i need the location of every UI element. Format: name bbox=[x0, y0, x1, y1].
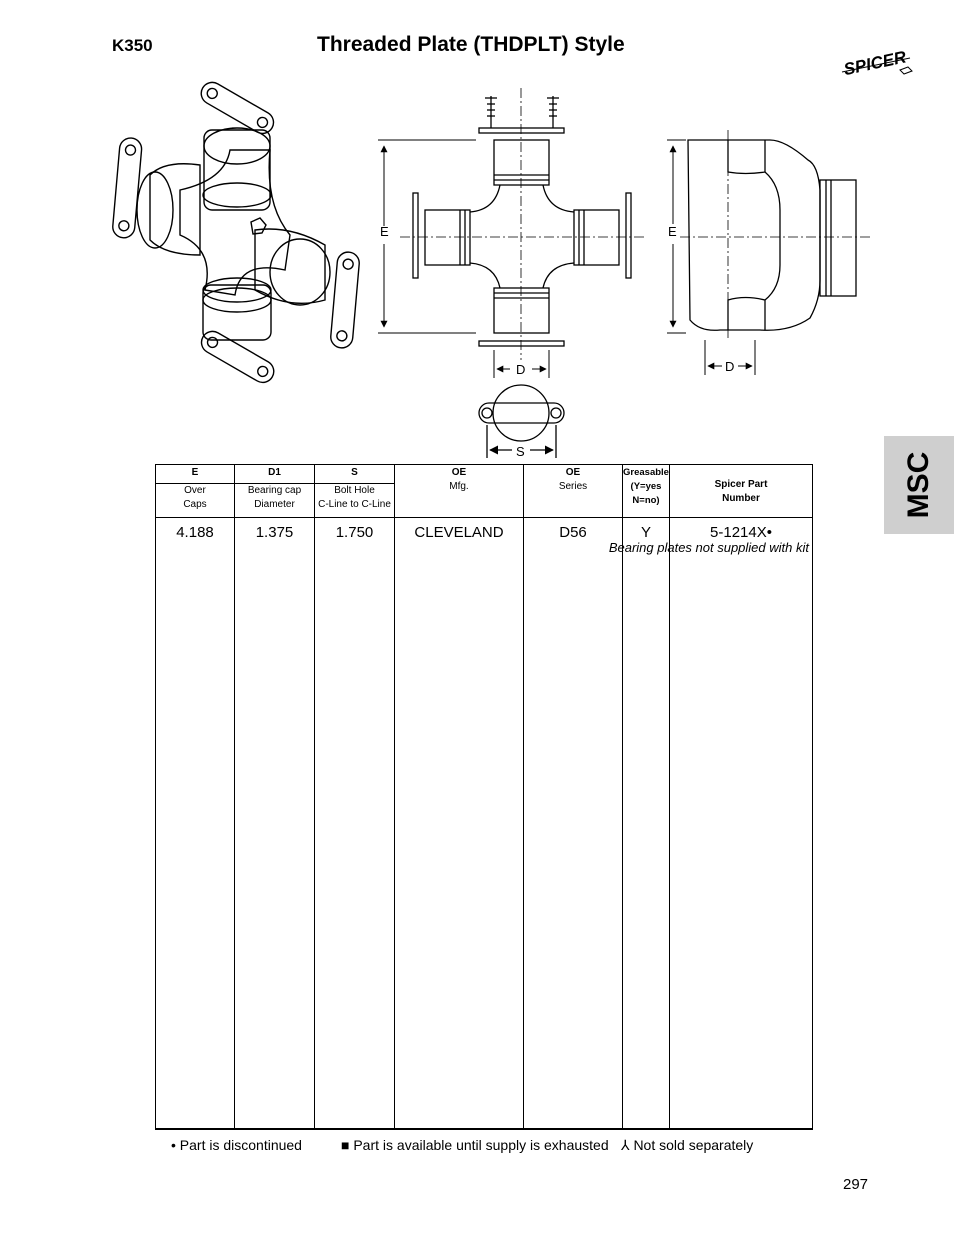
legend-not-sold: ⅄ Not sold separately bbox=[621, 1137, 754, 1153]
dim-e-label-yoke: E bbox=[668, 224, 677, 239]
yoke-side-view bbox=[687, 139, 857, 331]
cell-oe-mfg: CLEVELAND bbox=[394, 517, 524, 1130]
page-number: 297 bbox=[843, 1176, 869, 1193]
col-header-greasable-no: N=no) bbox=[632, 495, 660, 506]
col-header-spicer-part-code: Spicer Part bbox=[714, 478, 768, 490]
spicer-part-number: 5-1214X• bbox=[710, 524, 772, 541]
col-header-e: E bbox=[155, 464, 235, 484]
col-desc-s: Bolt Hole C-Line to C-Line bbox=[314, 483, 395, 518]
col-header-oe-series-code: OE bbox=[565, 467, 581, 478]
table-row: 4.188 1.375 1.750 CLEVELAND D56 Y 5-1214… bbox=[155, 517, 813, 1130]
cell-e: 4.188 bbox=[155, 517, 235, 1130]
bearing-plate-top-view bbox=[478, 384, 565, 458]
isometric-u-joint bbox=[112, 81, 360, 384]
col-header-spicer-part-desc: Number bbox=[722, 492, 760, 504]
col-desc-d1: Bearing cap Diameter bbox=[234, 483, 315, 518]
dim-e-label: E bbox=[380, 224, 389, 239]
cell-s: 1.750 bbox=[314, 517, 395, 1130]
col-desc-s-2: C-Line to C-Line bbox=[318, 499, 391, 510]
legend-discontinued: • Part is discontinued bbox=[171, 1137, 302, 1153]
col-header-oe-mfg-code: OE bbox=[451, 467, 467, 478]
dim-d-label-yoke: D bbox=[725, 359, 734, 374]
section-tab: MSC bbox=[884, 436, 954, 534]
kit-code: K350 bbox=[112, 36, 153, 55]
col-desc-d1-1: Bearing cap bbox=[247, 485, 302, 496]
col-desc-e-2: Caps bbox=[183, 499, 207, 510]
page-title: Threaded Plate (THDPLT) Style bbox=[317, 33, 625, 56]
u-joint-diagrams: E D S E D bbox=[112, 81, 870, 459]
col-header-greasable: Greasable (Y=yes N=no) bbox=[622, 464, 670, 518]
col-desc-d1-2: Diameter bbox=[254, 499, 295, 510]
col-desc-s-1: Bolt Hole bbox=[334, 485, 375, 496]
col-header-spicer-part: Spicer Part Number bbox=[669, 464, 813, 518]
col-desc-e: Over Caps bbox=[155, 483, 235, 518]
dim-d-label: D bbox=[516, 362, 525, 377]
col-header-greasable-yes: (Y=yes bbox=[630, 481, 662, 492]
parts-table: E D1 S OE Mfg. OE Series Greasable (Y=ye… bbox=[155, 464, 813, 1130]
cell-greasable: Y bbox=[622, 517, 670, 1130]
spicer-logo: SPICER bbox=[841, 47, 913, 79]
col-header-oe-series: OE Series bbox=[523, 464, 623, 518]
col-header-s: S bbox=[314, 464, 395, 484]
col-header-greasable-code: Greasable bbox=[623, 467, 669, 478]
col-header-d1: D1 bbox=[234, 464, 315, 484]
cell-oe-series: D56 bbox=[523, 517, 623, 1130]
table-note: Bearing plates not supplied with kit bbox=[608, 540, 809, 555]
cell-spicer-part: 5-1214X• Bearing plates not supplied wit… bbox=[609, 517, 813, 1130]
dim-s-label: S bbox=[516, 444, 525, 459]
section-tab-label: MSC bbox=[902, 451, 935, 519]
col-desc-e-1: Over bbox=[184, 485, 206, 496]
col-header-oe-series-desc: Series bbox=[558, 481, 588, 492]
cell-d1: 1.375 bbox=[234, 517, 315, 1130]
col-header-oe-mfg-desc: Mfg. bbox=[449, 481, 469, 492]
legend-exhausted: ■ Part is available until supply is exha… bbox=[341, 1137, 609, 1153]
col-header-oe-mfg: OE Mfg. bbox=[394, 464, 524, 518]
front-view-u-joint bbox=[412, 96, 632, 347]
